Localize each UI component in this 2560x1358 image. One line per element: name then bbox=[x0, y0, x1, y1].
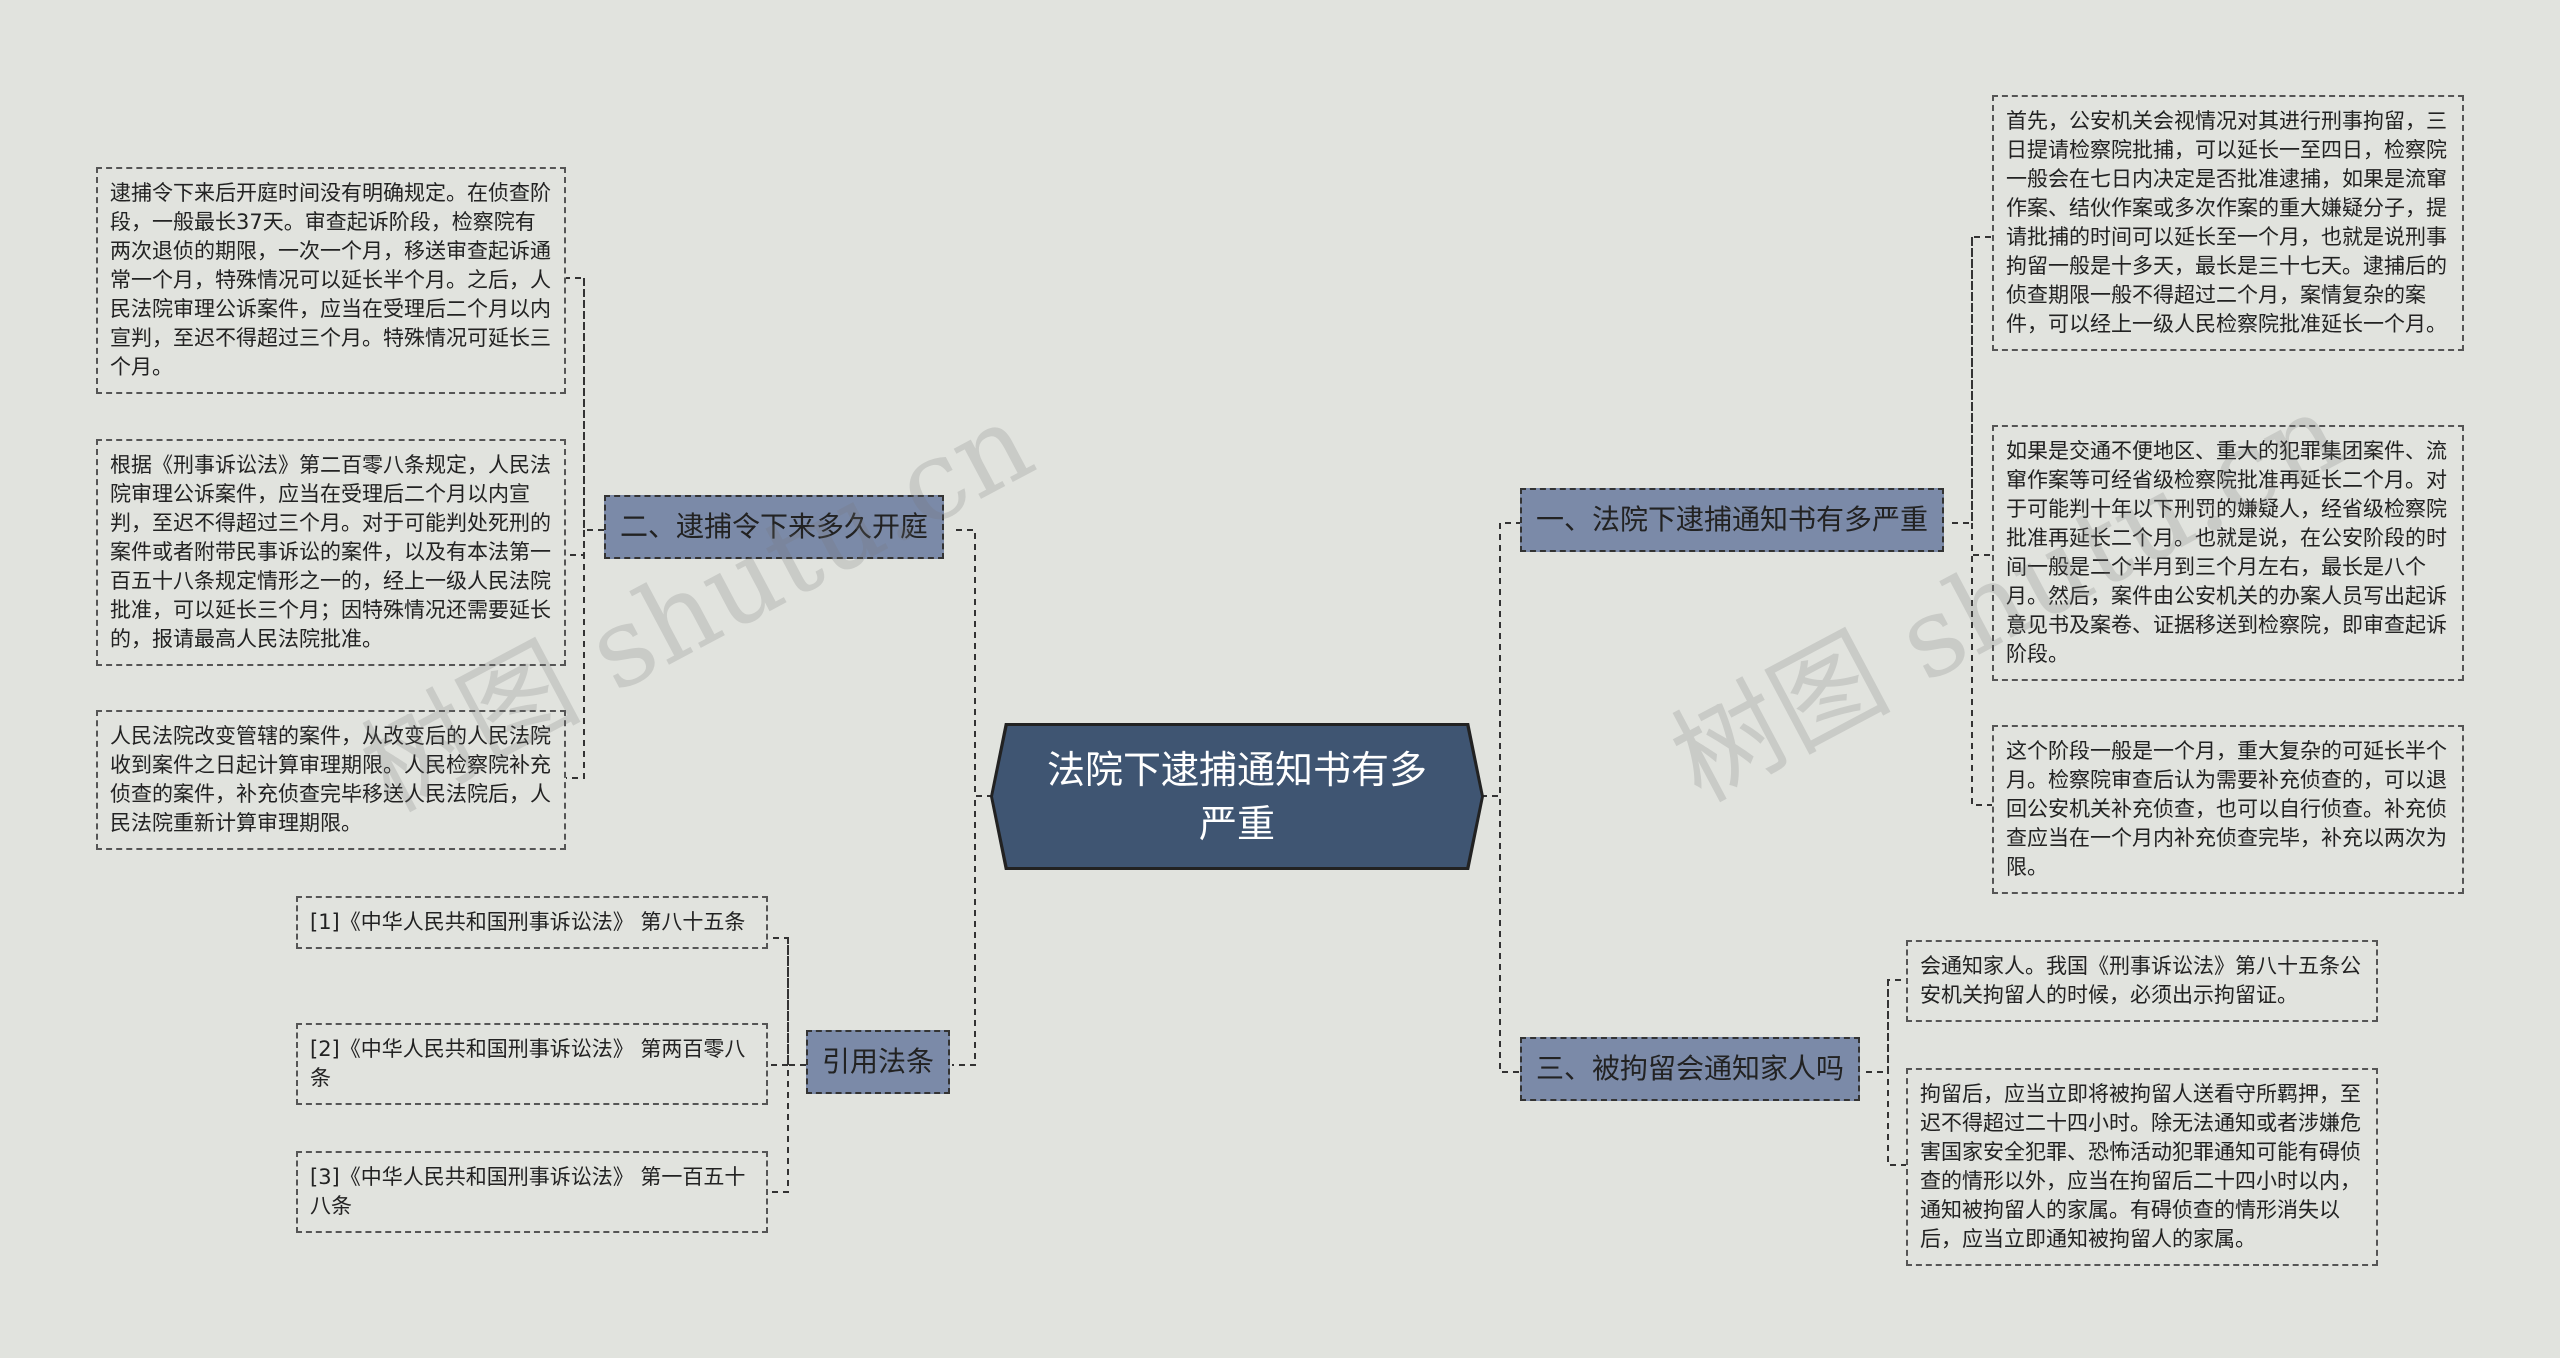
leaf-law-158[interactable]: [3]《中华人民共和国刑事诉讼法》 第一百五十八条 bbox=[296, 1151, 768, 1233]
link-b4-leaves bbox=[768, 937, 806, 1193]
leaf-text: 这个阶段一般是一个月，重大复杂的可延长半个月。检察院审查后认为需要补充侦查的，可… bbox=[2006, 739, 2447, 879]
leaf-text: 如果是交通不便地区、重大的犯罪集团案件、流窜作案等可经省级检察院批准再延长二个月… bbox=[2006, 439, 2447, 666]
root-label: 法院下逮捕通知书有多严重 bbox=[1046, 747, 1427, 846]
leaf-law-208[interactable]: [2]《中华人民共和国刑事诉讼法》 第两百零八条 bbox=[296, 1023, 768, 1105]
leaf-text: 逮捕令下来后开庭时间没有明确规定。在侦查阶段，一般最长37天。审查起诉阶段，检察… bbox=[110, 181, 551, 379]
leaf-review-stage[interactable]: 这个阶段一般是一个月，重大复杂的可延长半个月。检察院审查后认为需要补充侦查的，可… bbox=[1992, 725, 2464, 894]
leaf-extension[interactable]: 如果是交通不便地区、重大的犯罪集团案件、流窜作案等可经省级检察院批准再延长二个月… bbox=[1992, 425, 2464, 681]
branch-label: 三、被拘留会通知家人吗 bbox=[1536, 1052, 1845, 1085]
leaf-text: 首先，公安机关会视情况对其进行刑事拘留，三日提请检察院批捕，可以延长一至四日，检… bbox=[2006, 109, 2447, 336]
leaf-text: [2]《中华人民共和国刑事诉讼法》 第两百零八条 bbox=[310, 1037, 746, 1090]
leaf-notify-within-24h[interactable]: 拘留后，应当立即将被拘留人送看守所羁押，至迟不得超过二十四小时。除无法通知或者涉… bbox=[1906, 1068, 2378, 1266]
leaf-text: [3]《中华人民共和国刑事诉讼法》 第一百五十八条 bbox=[310, 1165, 746, 1218]
leaf-jurisdiction-change[interactable]: 人民法院改变管辖的案件，从改变后的人民法院收到案件之日起计算审理期限。人民检察院… bbox=[96, 710, 566, 850]
link-root-b1 bbox=[1481, 522, 1520, 797]
leaf-detention-period[interactable]: 首先，公安机关会视情况对其进行刑事拘留，三日提请检察院批捕，可以延长一至四日，检… bbox=[1992, 95, 2464, 351]
branch-cited-laws[interactable]: 引用法条 bbox=[806, 1030, 951, 1094]
root-node[interactable]: 法院下逮捕通知书有多严重 bbox=[993, 726, 1481, 867]
link-b1-leaves bbox=[1952, 236, 1992, 806]
link-root-b3 bbox=[1481, 795, 1520, 1073]
leaf-law-85[interactable]: [1]《中华人民共和国刑事诉讼法》 第八十五条 bbox=[296, 896, 768, 949]
link-root-b4 bbox=[952, 795, 993, 1066]
leaf-text: 拘留后，应当立即将被拘留人送看守所羁押，至迟不得超过二十四小时。除无法通知或者涉… bbox=[1920, 1082, 2361, 1251]
link-root-b2 bbox=[952, 529, 993, 797]
branch-label: 一、法院下逮捕通知书有多严重 bbox=[1536, 503, 1929, 536]
leaf-no-fixed-time[interactable]: 逮捕令下来后开庭时间没有明确规定。在侦查阶段，一般最长37天。审查起诉阶段，检察… bbox=[96, 167, 566, 394]
link-b2-leaves bbox=[566, 277, 604, 779]
branch-label: 二、逮捕令下来多久开庭 bbox=[620, 510, 929, 543]
branch-severity[interactable]: 一、法院下逮捕通知书有多严重 bbox=[1520, 488, 1945, 552]
leaf-text: [1]《中华人民共和国刑事诉讼法》 第八十五条 bbox=[310, 910, 746, 934]
branch-notify-family[interactable]: 三、被拘留会通知家人吗 bbox=[1520, 1037, 1861, 1101]
leaf-text: 人民法院改变管辖的案件，从改变后的人民法院收到案件之日起计算审理期限。人民检察院… bbox=[110, 724, 551, 835]
leaf-article-208[interactable]: 根据《刑事诉讼法》第二百零八条规定，人民法院审理公诉案件，应当在受理后二个月以内… bbox=[96, 439, 566, 666]
branch-label: 引用法条 bbox=[822, 1045, 935, 1078]
leaf-text: 会通知家人。我国《刑事诉讼法》第八十五条公安机关拘留人的时候，必须出示拘留证。 bbox=[1920, 954, 2361, 1007]
link-b3-leaves bbox=[1866, 979, 1906, 1166]
leaf-will-notify[interactable]: 会通知家人。我国《刑事诉讼法》第八十五条公安机关拘留人的时候，必须出示拘留证。 bbox=[1906, 940, 2378, 1022]
leaf-text: 根据《刑事诉讼法》第二百零八条规定，人民法院审理公诉案件，应当在受理后二个月以内… bbox=[110, 453, 551, 651]
branch-trial-time[interactable]: 二、逮捕令下来多久开庭 bbox=[604, 495, 945, 559]
